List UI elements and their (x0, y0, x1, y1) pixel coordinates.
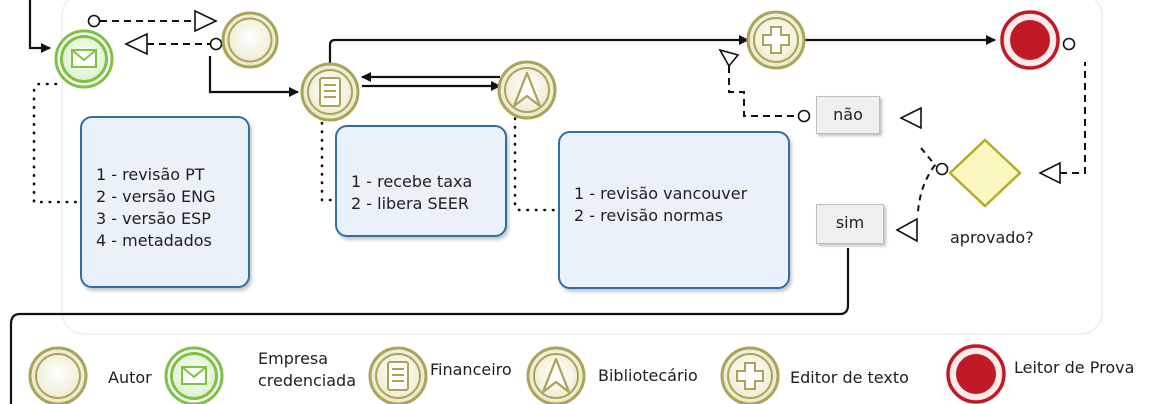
gateway-label: aprovado? (950, 228, 1034, 247)
note-line: 2 - revisão normas (574, 206, 724, 225)
message-flows (100, 20, 1086, 174)
link-finance-note (320, 104, 338, 202)
gateway-links (917, 147, 937, 213)
reader-end-event[interactable] (1000, 10, 1060, 70)
legend-finance-symbol (368, 346, 428, 404)
msg-editor-to-no (728, 66, 798, 117)
link-library-note (513, 108, 562, 212)
annotation-links (32, 82, 562, 212)
flow-company-to-finance (208, 56, 299, 97)
legend-symbols (28, 344, 1006, 404)
legend-editor-label: Editor de texto (790, 368, 909, 387)
gateway-link-start (935, 162, 949, 176)
library-event[interactable] (497, 60, 557, 120)
note-line: 2 - libera SEER (351, 194, 469, 213)
legend-company-line: Empresa (258, 349, 329, 368)
legend-finance-label: Financeiro (430, 360, 512, 379)
note-line: 3 - versão ESP (96, 209, 211, 228)
escalation-icon (512, 71, 542, 108)
legend-author-symbol (28, 346, 88, 404)
legend-librarian-label: Bibliotecário (598, 366, 698, 385)
legend-reader-symbol (946, 344, 1006, 404)
note-line: 4 - metadados (96, 231, 212, 250)
no-condition-tag: não (816, 96, 880, 134)
author-event[interactable] (221, 11, 279, 69)
finance-event[interactable] (300, 62, 360, 122)
flow-start-to-company (28, 0, 51, 53)
note-line: 1 - revisão vancouver (574, 184, 748, 203)
yes-condition-tag: sim (816, 204, 884, 244)
legend-company-label: Empresa credenciada (258, 348, 356, 392)
flow-yes-to-legend (9, 248, 850, 404)
pool-outline (61, 0, 1103, 335)
message-flow-ends (87, 9, 1076, 243)
msg-reader-to-gateway (1060, 62, 1086, 174)
legend-editor-symbol (720, 346, 780, 404)
note-line: 1 - revisão PT (96, 165, 205, 184)
document-icon (319, 77, 341, 107)
sequence-flows (9, 0, 996, 404)
approval-gateway[interactable] (948, 138, 1022, 208)
plus-icon (762, 26, 790, 54)
legend-author-label: Autor (108, 368, 152, 387)
note-line: 2 - versão ENG (96, 187, 216, 206)
envelope-icon (71, 49, 97, 68)
editor-event[interactable] (746, 10, 806, 70)
company-event[interactable] (54, 29, 114, 89)
legend-company-symbol (164, 346, 224, 404)
finance-tasks-note: 1 - recebe taxa 2 - libera SEER (335, 125, 507, 237)
author-tasks-note: 1 - revisão PT 2 - versão ENG 3 - versão… (80, 116, 250, 288)
library-tasks-note: 1 - revisão vancouver 2 - revisão normas (558, 131, 790, 289)
legend-company-line: credenciada (258, 371, 357, 390)
legend-librarian-symbol (526, 346, 586, 404)
note-line: 1 - recebe taxa (351, 172, 473, 191)
link-author-note (32, 82, 82, 204)
flow-finance-to-editor (328, 35, 749, 74)
legend-reader-label: Leitor de Prova (1014, 358, 1135, 377)
